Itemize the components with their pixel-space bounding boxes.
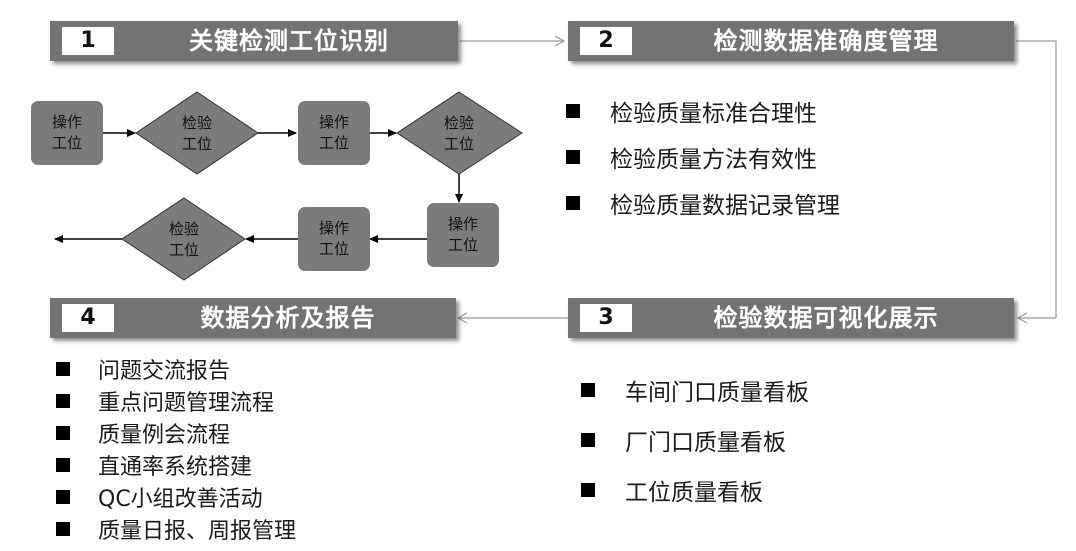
list-item-text: 检验质量标准合理性 — [610, 101, 817, 127]
bullet-square-icon — [56, 458, 70, 472]
bullet-square-icon — [566, 104, 580, 118]
list-item-text: 质量日报、周报管理 — [98, 519, 297, 544]
list-item-text: 直通率系统搭建 — [98, 455, 253, 480]
list-item-text: 厂门口质量看板 — [625, 430, 786, 456]
list-item-text: 工位质量看板 — [625, 480, 763, 506]
node-label: 操作 — [318, 113, 349, 131]
node-label: 工位 — [181, 135, 212, 153]
node-label: 操作 — [447, 215, 478, 233]
list-item: QC小组改善活动 — [56, 481, 296, 513]
bullet-square-icon — [581, 383, 595, 397]
section-header-3: 3 检验数据可视化展示 — [568, 298, 1014, 338]
section-number: 1 — [62, 27, 114, 55]
list-item-text: 检验质量数据记录管理 — [610, 193, 840, 219]
bullet-square-icon — [56, 522, 70, 536]
list-item-text: 车间门口质量看板 — [625, 380, 809, 406]
list-item: 工位质量看板 — [581, 465, 809, 515]
inspection-node-1 — [135, 91, 259, 175]
list-item: 质量日报、周报管理 — [56, 513, 296, 545]
bullet-square-icon — [566, 150, 580, 164]
section-4-list: 问题交流报告 重点问题管理流程 质量例会流程 直通率系统搭建 QC小组改善活动 … — [56, 353, 296, 545]
bullet-square-icon — [56, 362, 70, 376]
section-number: 3 — [580, 304, 632, 332]
bullet-square-icon — [581, 483, 595, 497]
operation-node-3: 操作 工位 — [427, 203, 499, 267]
inspection-node-label-3: 检验 工位 — [144, 219, 224, 261]
bullet-square-icon — [581, 433, 595, 447]
list-item: 检验质量标准合理性 — [566, 88, 840, 134]
list-item: 检验质量方法有效性 — [566, 134, 840, 180]
node-label: 工位 — [318, 240, 349, 258]
section-title: 检验数据可视化展示 — [713, 304, 939, 332]
operation-node-2: 操作 工位 — [298, 101, 370, 165]
section-3-list: 车间门口质量看板 厂门口质量看板 工位质量看板 — [581, 365, 809, 515]
node-label: 工位 — [443, 135, 474, 153]
list-item: 厂门口质量看板 — [581, 415, 809, 465]
inspection-node-label-2: 检验 工位 — [419, 113, 499, 155]
list-item-text: 质量例会流程 — [98, 423, 231, 448]
bullet-square-icon — [566, 196, 580, 210]
section-title: 检测数据准确度管理 — [713, 27, 939, 55]
node-label: 检验 — [443, 114, 474, 132]
list-item: 直通率系统搭建 — [56, 449, 296, 481]
node-label: 检验 — [168, 220, 199, 238]
section-2-list: 检验质量标准合理性 检验质量方法有效性 检验质量数据记录管理 — [566, 88, 840, 226]
list-item-text: 检验质量方法有效性 — [610, 147, 817, 173]
section-title: 关键检测工位识别 — [189, 27, 389, 55]
node-label: 工位 — [447, 236, 478, 254]
list-item: 重点问题管理流程 — [56, 385, 296, 417]
section-number: 4 — [62, 304, 114, 332]
node-label: 检验 — [181, 114, 212, 132]
section-number: 2 — [580, 27, 632, 55]
bullet-square-icon — [56, 426, 70, 440]
list-item-text: 问题交流报告 — [98, 359, 231, 384]
list-item: 问题交流报告 — [56, 353, 296, 385]
node-label: 操作 — [51, 113, 82, 131]
list-item-text: QC小组改善活动 — [98, 487, 263, 512]
inspection-node-label-1: 检验 工位 — [157, 113, 237, 155]
connector-2-to-3 — [1016, 40, 1057, 324]
list-item-text: 重点问题管理流程 — [98, 391, 275, 416]
section-header-2: 2 检测数据准确度管理 — [568, 21, 1014, 61]
bullet-square-icon — [56, 490, 70, 504]
inspection-node-3 — [121, 197, 246, 281]
node-label: 工位 — [318, 134, 349, 152]
operation-node-1: 操作 工位 — [31, 101, 103, 165]
list-item: 检验质量数据记录管理 — [566, 180, 840, 226]
node-label: 工位 — [168, 241, 199, 259]
bullet-square-icon — [56, 394, 70, 408]
node-label: 工位 — [51, 134, 82, 152]
operation-node-4: 操作 工位 — [298, 207, 370, 271]
section-title: 数据分析及报告 — [200, 304, 376, 332]
list-item: 车间门口质量看板 — [581, 365, 809, 415]
list-item: 质量例会流程 — [56, 417, 296, 449]
node-label: 操作 — [318, 219, 349, 237]
section-header-4: 4 数据分析及报告 — [50, 298, 456, 338]
section-header-1: 1 关键检测工位识别 — [50, 21, 458, 61]
